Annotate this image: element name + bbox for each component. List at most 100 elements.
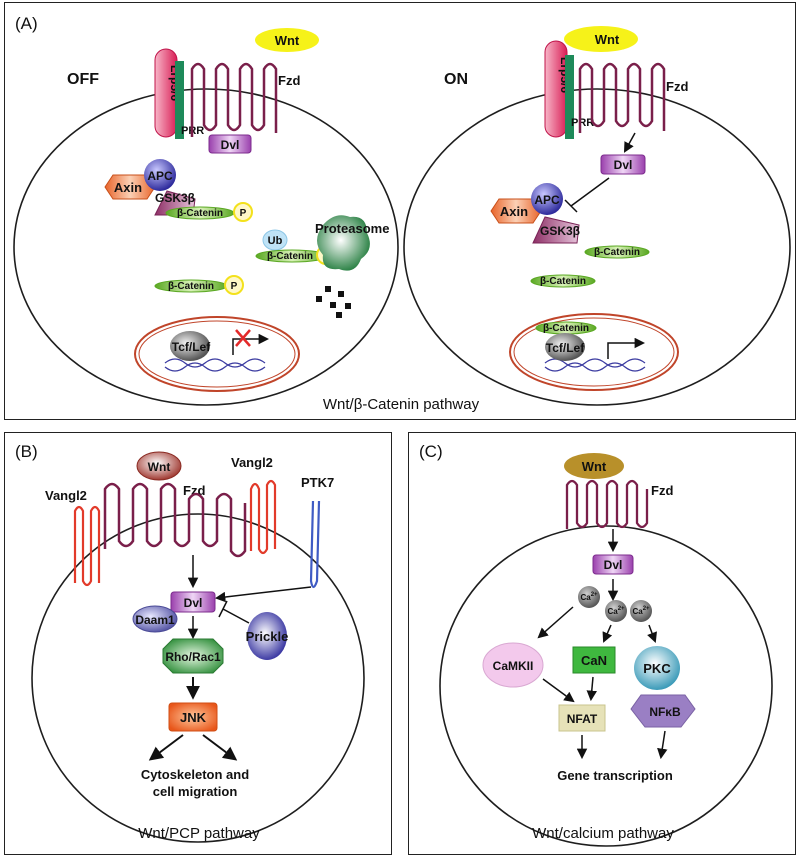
off-degradation-fragments [316,286,351,318]
panel-b-jnk-arrow-left [148,734,184,761]
panel-c-dvl [592,554,634,575]
panel-c-can-to-nfat-arrow [586,676,597,702]
panel-b-outcome-line-2: cell migration [153,784,238,799]
panel-a-diagram: (A) OFF Wnt Lrp5/6 PRR Fzd Dvl Axin APC … [13,14,791,413]
on-apc-label: APC [534,193,560,207]
off-phospho-3-label: P [231,281,238,292]
panel-b-vangl2-left [73,505,101,587]
panel-b-daam1 [132,605,178,633]
on-prr-label: PRR [571,117,594,129]
off-phospho-1 [233,202,253,222]
panel-b-jnk [168,702,218,732]
on-dvl-inhibits-apc [564,177,610,213]
off-state-label: OFF [67,71,99,88]
panel-c-calcium-ions: Ca2+ Ca2+ Ca2+ [578,586,652,622]
panel-c-dvl-label: Dvl [604,558,623,572]
panel-c-outcome: Gene transcription [557,768,673,783]
panel-b-jnk-label: JNK [180,710,207,725]
on-wnt-label: Wnt [595,32,620,47]
panel-b-outcome-line-1: Cytoskeleton and [141,767,249,782]
panel-c-wnt-calcium: (C) Wnt Fzd Dvl Ca2+ Ca2+ Ca2+ CaMKII Ca… [408,432,796,855]
on-fzd-to-dvl-arrow [623,132,636,153]
off-state: OFF Wnt Lrp5/6 PRR Fzd Dvl Axin APC GSK3… [13,28,399,406]
panel-c-nfat [558,704,606,732]
on-nucleus [509,313,679,391]
panel-c-pkc-label: PKC [643,661,671,676]
panel-b-vangl2-left-label: Vangl2 [45,488,87,503]
panel-b-ptk7-to-dvl-arrow [214,586,312,603]
panel-b-cell-membrane [31,513,365,843]
panel-c-camkii [482,642,544,688]
off-gsk3b-label: GSK3β [155,191,195,205]
panel-b-tag: (B) [15,442,38,461]
off-axin-label: Axin [114,180,142,195]
svg-text:Ca2+: Ca2+ [607,606,625,616]
on-dvl-label: Dvl [614,158,633,172]
panel-c-diagram: (C) Wnt Fzd Dvl Ca2+ Ca2+ Ca2+ CaMKII Ca… [419,442,773,847]
on-axin-label: Axin [500,204,528,219]
panel-c-pkc [634,646,680,690]
off-ubiquitin [262,229,288,251]
panel-b-ptk7-label: PTK7 [301,475,334,490]
off-dna [164,358,266,372]
panel-a-caption: Wnt/β-Catenin pathway [323,396,480,413]
off-transcription-arrow [232,333,270,355]
panel-c-nfkb-label: NFκB [649,705,681,719]
svg-text:Ca2+: Ca2+ [632,606,650,616]
off-proteasome-label: Proteasome [315,221,389,236]
off-dvl [208,134,252,154]
panel-b-jnk-arrow-right [202,734,238,761]
off-fzd-label: Fzd [278,73,300,88]
on-dvl [600,154,646,175]
panel-b-diagram: (B) Wnt Fzd Vangl2 Vangl2 PTK7 Dvl Daam1… [15,442,365,843]
panel-b-vangl2-right-label: Vangl2 [231,455,273,470]
panel-c-fzd-receptor [565,479,649,529]
panel-c-ca-to-can-arrow [602,624,613,643]
on-beta-catenin-2-label: β-Catenin [540,276,586,287]
panel-b-ptk7 [309,500,321,589]
on-tcf-lef-label: Tcf/Lef [546,341,585,355]
on-fzd-label: Fzd [666,79,688,94]
panel-c-camkii-label: CaMKII [493,659,534,673]
off-proteasome [317,215,370,271]
panel-c-fzd-label: Fzd [651,483,673,498]
panel-b-dvl [170,591,216,613]
panel-b-caption: Wnt/PCP pathway [138,825,260,842]
panel-b-prickle [247,612,287,660]
on-beta-catenin-2 [530,274,596,288]
off-phospho-3 [224,275,244,295]
off-ubiquitin-label: Ub [268,235,283,247]
panel-b-daam1-label: Daam1 [135,613,175,627]
panel-b-rho-rac1 [162,638,224,674]
on-gsk3b-label: GSK3β [540,224,580,238]
on-beta-catenin-1-label: β-Catenin [594,247,640,258]
on-apc [531,183,563,215]
panel-b-fzd-label: Fzd [183,483,205,498]
panel-b-prickle-label: Prickle [246,629,289,644]
on-cell-membrane [403,88,791,406]
on-gsk3b [532,216,580,244]
off-apc-label: APC [147,169,173,183]
panel-c-nfkb [630,694,696,728]
panel-c-caption: Wnt/calcium pathway [532,825,674,842]
off-apc [144,159,176,191]
on-nucleus-inner [513,317,675,387]
off-nucleus [134,316,300,392]
panel-c-wnt-ligand [564,453,624,479]
on-state-label: ON [444,71,468,88]
panel-b-fzd-receptor [103,482,247,558]
panel-c-camkii-to-nfat-arrow [542,678,575,703]
off-beta-catenin-3-label: β-Catenin [168,281,214,292]
panel-c-can [572,646,616,674]
off-dvl-label: Dvl [221,138,240,152]
off-nucleus-inner [138,320,296,388]
panel-c-ca-to-camkii-arrow [537,606,574,639]
off-fzd-receptor [190,62,278,137]
panel-b-rho-rac1-label: Rho/Rac1 [165,650,221,664]
off-wnt-ligand [255,28,319,52]
panel-c-ca-to-pkc-arrow [647,624,657,643]
off-beta-catenin-2-label: β-Catenin [267,251,313,262]
off-beta-catenin-1-label: β-Catenin [177,208,223,219]
on-wnt-ligand [564,26,638,52]
off-tcf-lef-label: Tcf/Lef [172,340,211,354]
